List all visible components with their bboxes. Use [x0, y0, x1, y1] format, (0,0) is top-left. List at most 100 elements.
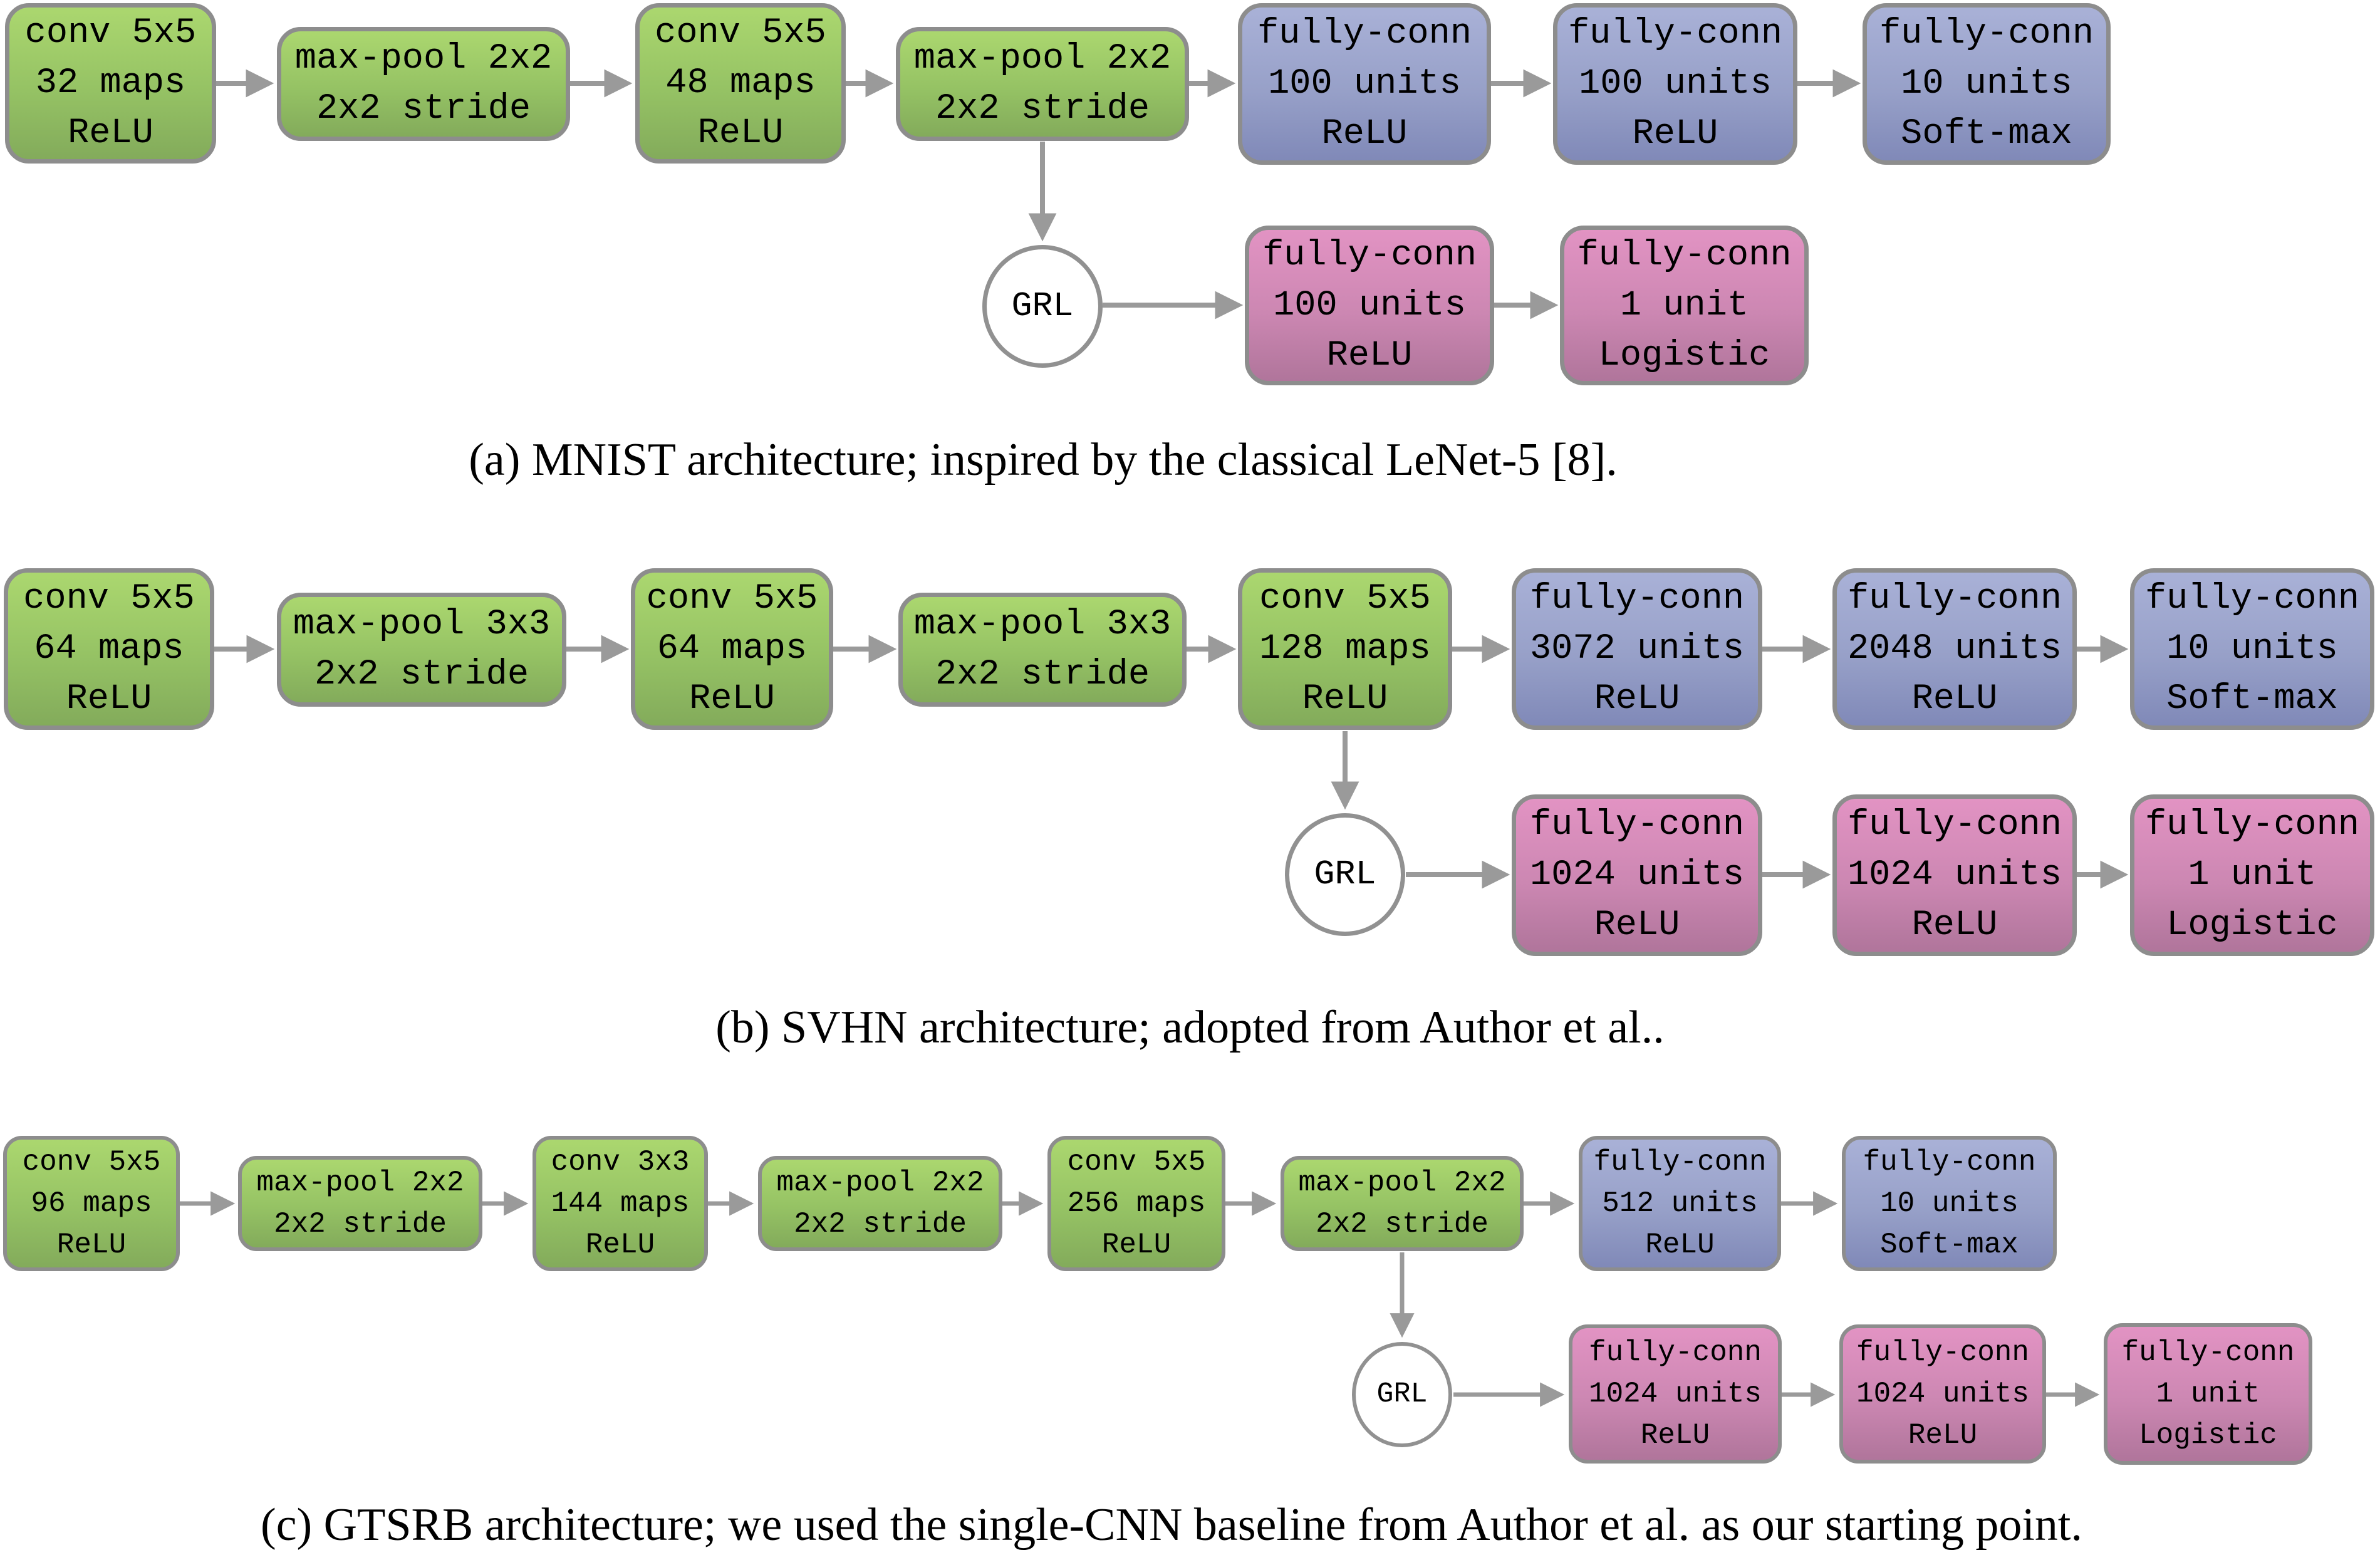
layer-text-line: 2048 units [1847, 629, 2062, 669]
pool-layer-box: max-pool 3x3 2x2 stride [898, 593, 1187, 707]
fc-layer-box: fully-conn 512 units ReLU [1579, 1136, 1781, 1271]
layer-text-line: 2x2 stride [314, 655, 529, 695]
layer-text-line: 10 units [1901, 64, 2072, 104]
layer-text-line: 32 maps [35, 63, 186, 103]
layer-text-line: conv 5x5 [23, 579, 195, 619]
layer-text-line: max-pool 3x3 [913, 605, 1172, 645]
fc-layer-box: fully-conn 100 units ReLU [1553, 3, 1797, 165]
layer-text-line: 10 units [1880, 1187, 2019, 1220]
layer-text-line: ReLU [1645, 1229, 1715, 1261]
layer-text-line: ReLU [68, 113, 153, 153]
layer-text-line: 128 maps [1259, 629, 1431, 669]
layer-text-line: 2x2 stride [935, 655, 1150, 695]
layer-text-line: 1024 units [1856, 1378, 2030, 1410]
layer-text-line: ReLU [1101, 1229, 1172, 1261]
layer-text-line: fully-conn [1847, 805, 2062, 845]
layer-text-line: fully-conn [1588, 1336, 1762, 1369]
fc-layer-box: fully-conn 2048 units ReLU [1832, 568, 2077, 730]
layer-text-line: 144 maps [551, 1187, 690, 1220]
layer-text-line: ReLU [1594, 679, 1680, 719]
layer-text-line: 96 maps [31, 1187, 152, 1220]
layer-text-line: Logistic [2166, 905, 2338, 945]
figure-caption-a: (a) MNIST architecture; inspired by the … [469, 434, 1618, 486]
fc-layer-box: fully-conn 10 units Soft-max [1842, 1136, 2057, 1271]
fc-layer-box: fully-conn 100 units ReLU [1238, 3, 1491, 165]
layer-text-line: max-pool 2x2 [913, 39, 1172, 79]
layer-text-line: Soft-max [1901, 114, 2072, 154]
domain-fc-box: fully-conn 100 units ReLU [1245, 226, 1494, 385]
layer-text-line: fully-conn [1529, 579, 1745, 619]
layer-text-line: fully-conn [1879, 14, 2094, 54]
layer-text-line: fully-conn [1847, 579, 2062, 619]
domain-fc-box: fully-conn 1024 units ReLU [1569, 1324, 1782, 1464]
conv-layer-box: conv 3x3 144 maps ReLU [533, 1136, 708, 1271]
conv-layer-box: conv 5x5 64 maps ReLU [4, 568, 214, 730]
layer-text-line: ReLU [1640, 1419, 1710, 1452]
pool-layer-box: max-pool 2x2 2x2 stride [238, 1156, 482, 1251]
layer-text-line: max-pool 2x2 [256, 1167, 464, 1199]
figure-caption-c: (c) GTSRB architecture; we used the sing… [261, 1499, 2082, 1551]
layer-text-line: 512 units [1602, 1187, 1758, 1220]
layer-text-line: ReLU [1911, 905, 1998, 945]
conv-layer-box: conv 5x5 256 maps ReLU [1047, 1136, 1225, 1271]
fc-layer-box: fully-conn 3072 units ReLU [1512, 568, 1762, 730]
pool-layer-box: max-pool 2x2 2x2 stride [758, 1156, 1002, 1251]
layer-text-line: conv 5x5 [646, 579, 818, 619]
conv-layer-box: conv 5x5 128 maps ReLU [1238, 568, 1452, 730]
layer-text-line: ReLU [1326, 335, 1413, 376]
domain-fc-box: fully-conn 1 unit Logistic [1560, 226, 1809, 385]
layer-text-line: ReLU [1302, 679, 1388, 719]
layer-text-line: ReLU [66, 679, 152, 719]
pool-layer-box: max-pool 2x2 2x2 stride [277, 27, 570, 141]
layer-text-line: conv 5x5 [1067, 1146, 1206, 1178]
layer-text-line: ReLU [56, 1229, 127, 1261]
layer-text-line: 1 unit [2188, 855, 2317, 895]
layer-text-line: fully-conn [1567, 14, 1783, 54]
layer-text-line: ReLU [1911, 679, 1998, 719]
layer-text-line: fully-conn [1593, 1146, 1767, 1178]
conv-layer-box: conv 5x5 48 maps ReLU [635, 3, 846, 164]
layer-text-line: 1024 units [1847, 855, 2062, 895]
layer-text-line: 2x2 stride [793, 1208, 967, 1240]
layer-text-line: conv 5x5 [22, 1146, 161, 1178]
conv-layer-box: conv 5x5 96 maps ReLU [3, 1136, 180, 1271]
layer-text-line: fully-conn [2144, 805, 2360, 845]
layer-text-line: 100 units [1579, 64, 1772, 104]
layer-text-line: Logistic [1598, 335, 1770, 376]
layer-text-line: 100 units [1268, 64, 1461, 104]
domain-fc-box: fully-conn 1024 units ReLU [1512, 794, 1762, 956]
layer-text-line: max-pool 2x2 [1298, 1167, 1506, 1199]
layer-text-line: fully-conn [1529, 805, 1745, 845]
layer-text-line: fully-conn [1863, 1146, 2036, 1178]
pool-layer-box: max-pool 2x2 2x2 stride [1281, 1156, 1524, 1251]
layer-text-line: 2x2 stride [935, 89, 1150, 129]
layer-text-line: max-pool 2x2 [294, 39, 553, 79]
layer-text-line: max-pool 2x2 [776, 1167, 984, 1199]
layer-text-line: 3072 units [1529, 629, 1745, 669]
layer-text-line: Soft-max [1880, 1229, 2019, 1261]
layer-text-line: 100 units [1273, 285, 1466, 326]
pool-layer-box: max-pool 2x2 2x2 stride [896, 27, 1189, 141]
domain-fc-box: fully-conn 1 unit Logistic [2130, 794, 2374, 956]
conv-layer-box: conv 5x5 64 maps ReLU [631, 568, 833, 730]
pool-layer-box: max-pool 3x3 2x2 stride [277, 593, 566, 707]
layer-text-line: 64 maps [657, 629, 808, 669]
layer-text-line: 1024 units [1588, 1378, 1762, 1410]
layer-text-line: fully-conn [1257, 14, 1472, 54]
layer-text-line: fully-conn [2144, 579, 2360, 619]
grl-node: GRL [982, 245, 1103, 368]
domain-fc-box: fully-conn 1 unit Logistic [2104, 1323, 2312, 1465]
layer-text-line: 256 maps [1067, 1187, 1206, 1220]
layer-text-line: 2x2 stride [316, 89, 531, 129]
layer-text-line: 1 unit [1619, 285, 1749, 326]
grl-label: GRL [1011, 286, 1074, 326]
layer-text-line: ReLU [585, 1229, 655, 1261]
layer-text-line: 64 maps [34, 629, 184, 669]
grl-node: GRL [1352, 1342, 1452, 1447]
fc-layer-box: fully-conn 10 units Soft-max [1863, 3, 2111, 165]
conv-layer-box: conv 5x5 32 maps ReLU [5, 3, 216, 164]
layer-text-line: ReLU [1632, 114, 1718, 154]
grl-node: GRL [1285, 813, 1405, 936]
